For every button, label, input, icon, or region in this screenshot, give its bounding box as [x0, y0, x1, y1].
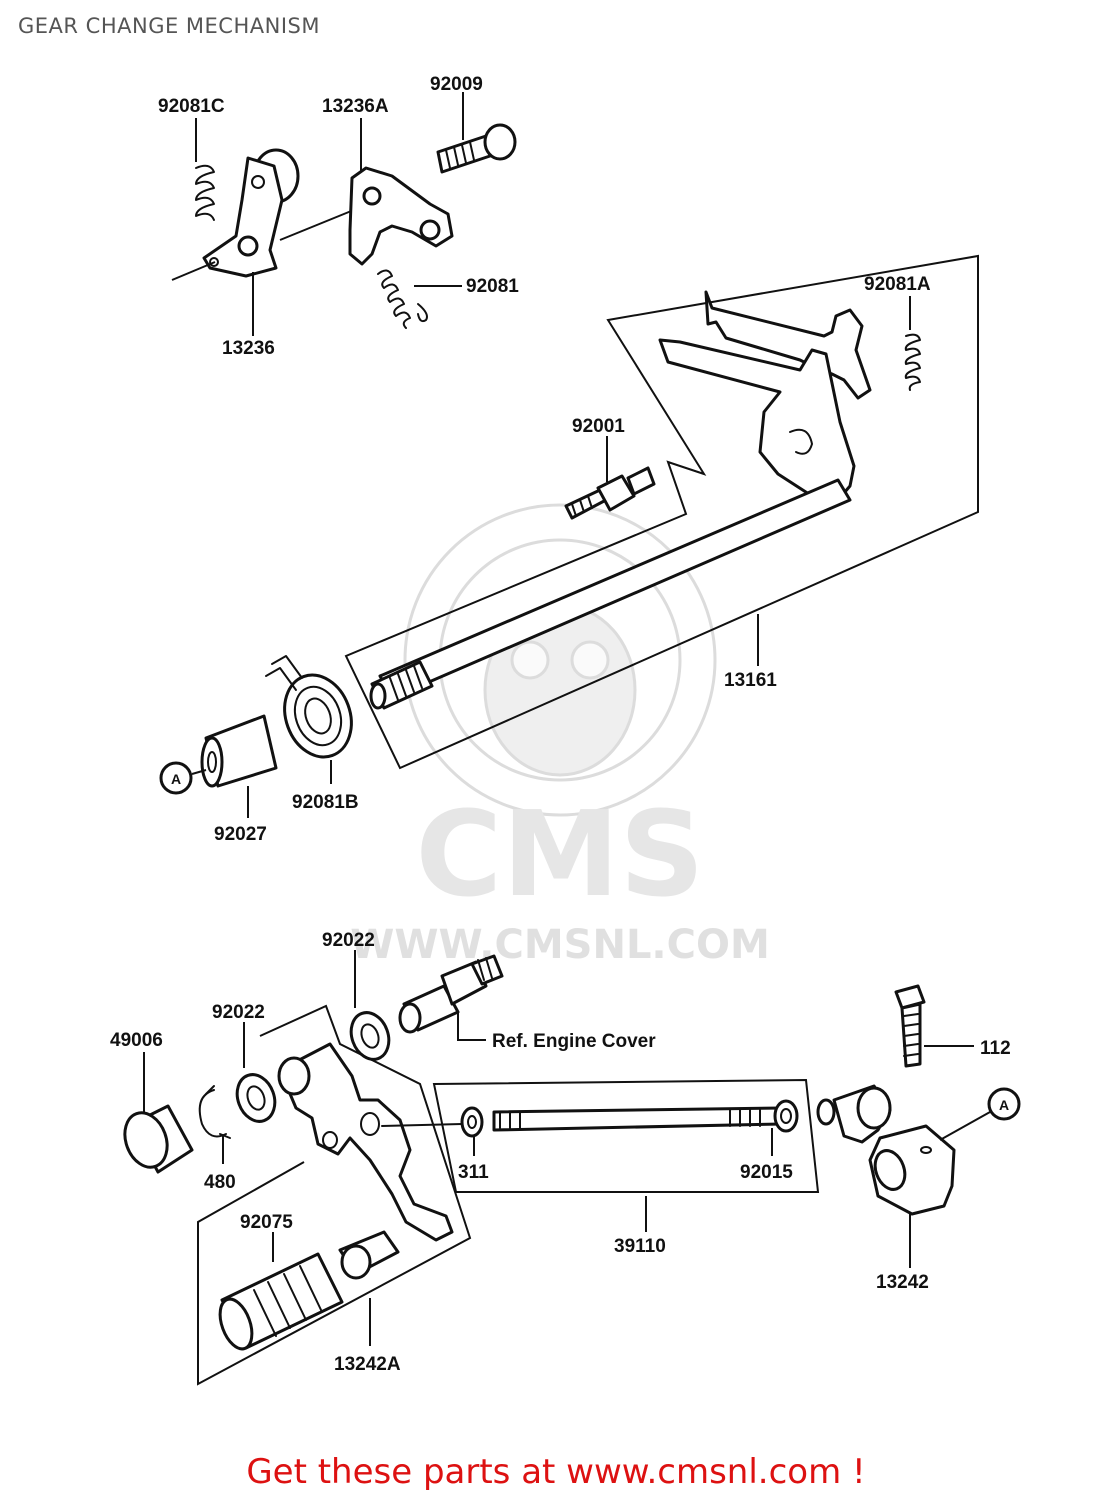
label-92027: 92027: [214, 824, 267, 845]
bolt-112: [894, 984, 926, 1068]
label-92022-top: 92022: [322, 930, 375, 951]
watermark-brand: CMS: [415, 785, 704, 923]
clamp-13242: [868, 1124, 956, 1216]
label-92015: 92015: [740, 1162, 793, 1183]
marker-a-right: [987, 1087, 1021, 1121]
circlip-480: [198, 1085, 231, 1139]
label-92075: 92075: [240, 1212, 293, 1233]
watermark-logo: CMS WWW.CMSNL.COM: [350, 503, 770, 968]
spring-92081: [377, 269, 428, 329]
spring-92081b: [265, 655, 353, 759]
label-92009: 92009: [430, 74, 483, 95]
washer-92022: [235, 1073, 277, 1123]
nut-92015: [773, 1099, 799, 1133]
marker-a-left: [159, 761, 193, 795]
label-13242: 13242: [876, 1272, 929, 1293]
label-13161: 13161: [724, 670, 777, 691]
get-parts-link[interactable]: Get these parts at www.cmsnl.com !: [246, 1452, 866, 1492]
label-92081a: 92081A: [864, 274, 931, 295]
label-311: 311: [458, 1162, 489, 1183]
spring-92081c: [195, 164, 215, 221]
washer-92022-top: [349, 1011, 391, 1061]
cap-49006: [123, 1104, 194, 1174]
bracket-13161: [344, 254, 979, 770]
arm-13236: [202, 148, 300, 278]
shaft-13161: [369, 478, 852, 710]
bracket-13242a: [197, 1004, 472, 1386]
label-13242a: 13242A: [334, 1354, 401, 1375]
plate-13236a: [348, 166, 454, 266]
label-39110: 39110: [614, 1236, 666, 1257]
shift-fork: [658, 290, 872, 502]
rod-end-joint: [816, 1084, 892, 1144]
label-13236a: 13236A: [322, 96, 389, 117]
ref-engine-cover-bolt: [398, 954, 504, 1034]
ref-engine-cover-text: Ref. Engine Cover: [492, 1031, 656, 1052]
rubber-92075: [218, 1252, 344, 1351]
label-92081b: 92081B: [292, 792, 359, 813]
label-92081: 92081: [466, 276, 519, 297]
bracket-39110: [432, 1078, 820, 1193]
label-480: 480: [204, 1172, 236, 1193]
page-title: GEAR CHANGE MECHANISM: [18, 14, 320, 38]
rod-39110: [492, 1106, 784, 1132]
watermark-url: WWW.CMSNL.COM: [350, 922, 770, 968]
label-13236: 13236: [222, 338, 275, 359]
collar-92027: [200, 714, 278, 788]
label-92001: 92001: [572, 416, 625, 437]
label-92022: 92022: [212, 1002, 265, 1023]
spring-92081a: [904, 333, 921, 391]
nut-311: [460, 1106, 484, 1138]
label-112: 112: [980, 1038, 1011, 1059]
bolt-92009: [436, 123, 517, 174]
pin-92001: [564, 466, 656, 520]
label-49006: 49006: [110, 1030, 163, 1051]
marker-a-right-text: A: [999, 1097, 1009, 1113]
label-92081c: 92081C: [158, 96, 225, 117]
pedal-13242a: [277, 1042, 454, 1280]
marker-a-left-text: A: [171, 771, 181, 787]
